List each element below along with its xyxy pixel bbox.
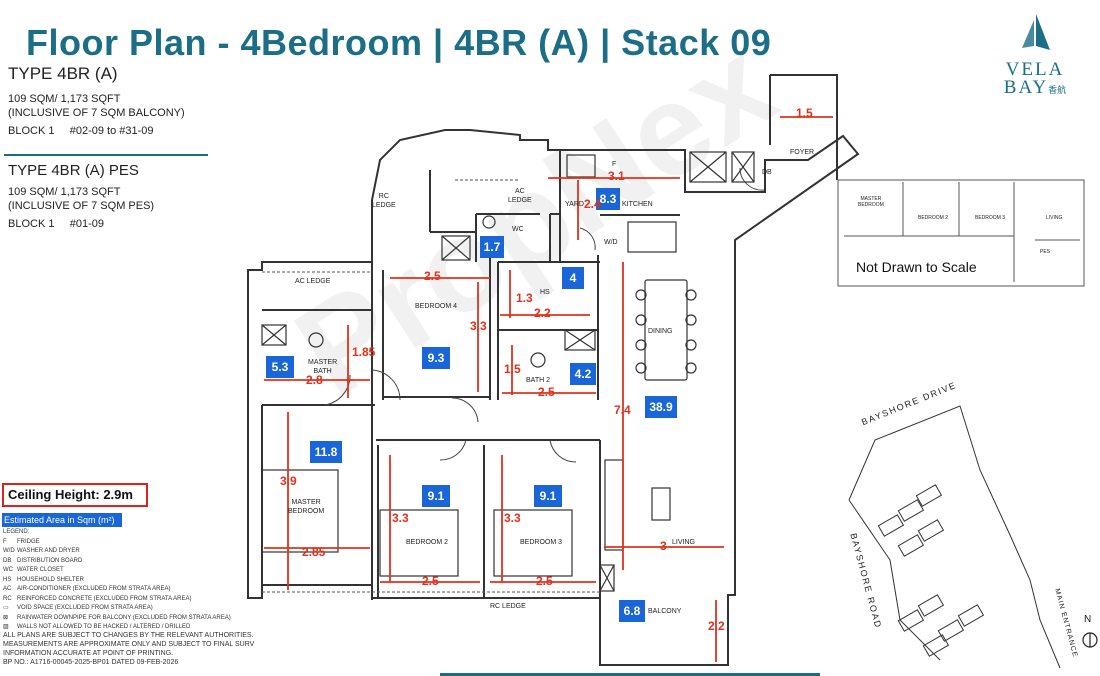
dim-bed2-h: 3.3: [392, 511, 409, 525]
void-space-icon: ▭: [3, 605, 9, 611]
disclaimer: ALL PLANS ARE SUBJECT TO CHANGES BY THE …: [3, 632, 255, 666]
legend-item: ⊠RAINWATER DOWNPIPE FOR BALCONY (EXCLUDE…: [3, 614, 231, 624]
db-label: DB: [762, 169, 772, 176]
dim-balcony: 2.2: [708, 619, 725, 633]
bedroom2-label: BEDROOM 2: [406, 539, 449, 546]
type-a-area: 109 SQM/ 1,173 SQFT: [8, 93, 121, 105]
bedroom4-label: BEDROOM 4: [415, 303, 458, 310]
master-bedroom-label: MASTER BEDROOM: [288, 499, 325, 515]
wc-area-badge: 1.7: [480, 236, 504, 258]
hatched-wall-icon: ▨: [3, 624, 9, 630]
living-label: LIVING: [672, 539, 695, 546]
dining-label: DINING: [648, 328, 673, 335]
vela-bay-logo: VELA BAY香航: [1000, 10, 1070, 100]
legend-title: LEGEND:: [3, 529, 30, 535]
not-to-scale-note: Not Drawn to Scale: [856, 259, 977, 275]
mini-master-label: MASTER BEDROOM: [858, 196, 884, 208]
bedroom2-area-badge: 9.1: [422, 485, 450, 507]
wd-label: W/D: [604, 239, 618, 246]
dim-master-w: 2.85: [302, 545, 326, 559]
mini-pes-label: PES: [1040, 249, 1051, 255]
type-pes-heading: TYPE 4BR (A) PES: [8, 162, 139, 179]
type-pes-block: BLOCK 1 #01-09: [8, 218, 104, 230]
master-bath-area-badge: 5.3: [266, 356, 294, 378]
dim-dining: 7.4: [614, 403, 631, 417]
hs-label: HS: [540, 289, 550, 296]
dim-mbath-h: 1.85: [352, 345, 376, 359]
ceiling-height: Ceiling Height: 2.9m: [2, 483, 148, 507]
footer-bar: [440, 673, 820, 676]
type-pes-inclusive: (INCLUSIVE OF 7 SQM PES): [8, 200, 155, 212]
ac-ledge-top-label: AC LEDGE: [508, 188, 532, 204]
balcony-label: BALCONY: [648, 608, 682, 615]
bath2-area-badge: 4.2: [570, 363, 596, 385]
mini-living-label: LIVING: [1046, 215, 1063, 221]
kitchen-label: KITCHEN: [622, 201, 653, 208]
type-a-block: BLOCK 1 #02-09 to #31-09: [8, 125, 154, 137]
legend-item: ▨WALLS NOT ALLOWED TO BE HACKED / ALTERE…: [3, 623, 231, 633]
master-bedroom-area-badge: 11.8: [310, 441, 342, 463]
dim-yard: 2.4: [584, 197, 601, 211]
type-a-info: TYPE 4BR (A) 109 SQM/ 1,173 SQFT (INCLUS…: [8, 64, 185, 138]
dim-bed3-w: 2.5: [536, 574, 553, 588]
north-arrow-icon: [1082, 632, 1098, 648]
rc-ledge-top-label: RC LEDGE: [372, 193, 396, 209]
bath2-label: BATH 2: [526, 377, 550, 384]
type-pes-area: 109 SQM/ 1,173 SQFT: [8, 186, 121, 198]
dim-bed2-w: 2.5: [422, 574, 439, 588]
dim-bed3-h: 3.3: [504, 511, 521, 525]
downpipe-icon: ⊠: [3, 614, 9, 621]
estimated-area-key: Estimated Area in Sqm (m²): [2, 513, 122, 527]
dim-bed4-w: 2.5: [424, 269, 441, 283]
ac-ledge-label: AC LEDGE: [295, 278, 331, 285]
dim-kitchen: 3.1: [608, 169, 625, 183]
master-bath-label: MASTER BATH: [308, 359, 338, 375]
bedroom3-label: BEDROOM 3: [520, 539, 563, 546]
dim-mbath-w: 2.8: [306, 373, 323, 387]
bedroom3-area-badge: 9.1: [534, 485, 562, 507]
fridge-label: F: [612, 161, 617, 168]
wc-label: WC: [512, 226, 524, 233]
dim-bath2-w: 2.5: [538, 385, 555, 399]
dim-master-h: 3.9: [280, 474, 297, 488]
legend-item: ▭VOID SPACE (EXCLUDED FROM STRATA AREA): [3, 604, 231, 614]
mini-bed3-label: BEDROOM 3: [975, 215, 1006, 221]
logo-bay: BAY香航: [1003, 77, 1067, 98]
dim-bath2-h: 1.5: [504, 362, 521, 376]
hs-area-badge: 4: [562, 267, 584, 289]
dim-hs-h: 1.3: [516, 291, 533, 305]
type-a-heading: TYPE 4BR (A): [8, 64, 118, 83]
dining-living-area-badge: 38.9: [645, 396, 677, 418]
yard-area-badge: 8.3: [596, 188, 620, 210]
dim-hs-w: 2.2: [534, 306, 551, 320]
dim-foyer: 1.5: [796, 106, 813, 120]
type-a-inclusive: (INCLUSIVE OF 7 SQM BALCONY): [8, 107, 185, 119]
type-pes-info: TYPE 4BR (A) PES 109 SQM/ 1,173 SQFT (IN…: [8, 162, 154, 231]
dim-bed4-h: 3.3: [470, 319, 487, 333]
north-label: N: [1084, 614, 1092, 625]
yard-label: YARD: [565, 201, 584, 208]
divider: [4, 154, 208, 156]
page-title: Floor Plan - 4Bedroom | 4BR (A) | Stack …: [26, 22, 772, 63]
dim-living: 3: [660, 539, 667, 553]
foyer-label: FOYER: [790, 149, 815, 156]
mini-bed2-label: BEDROOM 2: [918, 215, 949, 221]
bedroom4-area-badge: 9.3: [422, 347, 450, 369]
rc-ledge-bottom-label: RC LEDGE: [490, 603, 526, 610]
logo-vela: VELA: [1005, 59, 1065, 80]
balcony-area-badge: 6.8: [619, 600, 645, 622]
sail-icon: [1022, 14, 1050, 50]
